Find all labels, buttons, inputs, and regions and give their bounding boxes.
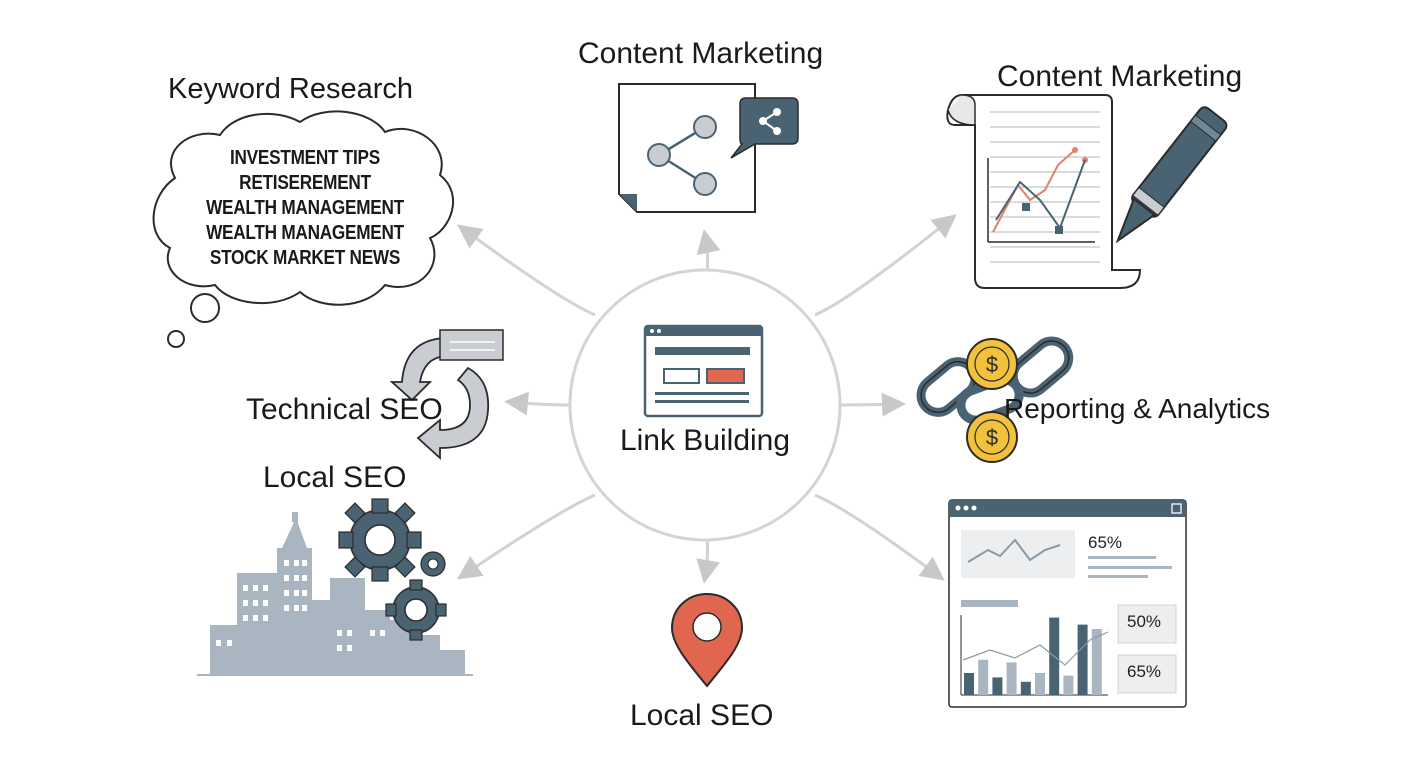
keyword-item: INVESTMENT TIPS bbox=[229, 147, 380, 169]
keyword-item: WEALTH MANAGEMENT bbox=[206, 197, 404, 219]
connector-top-left bbox=[457, 224, 596, 317]
scroll-chart-pen-icon bbox=[946, 94, 1228, 289]
link-building-hub bbox=[568, 268, 842, 542]
connector-left bbox=[504, 391, 571, 416]
connectors bbox=[457, 214, 957, 584]
browser-window-icon bbox=[643, 324, 764, 418]
dashboard-bar bbox=[1063, 675, 1074, 695]
dashboard-bar bbox=[1035, 673, 1045, 695]
reporting-analytics-title: Reporting & Analytics bbox=[1004, 393, 1271, 424]
local-seo-bottom-title: Local SEO bbox=[630, 699, 774, 732]
location-pin-icon bbox=[670, 592, 744, 688]
chain-coins-icon: $ $ bbox=[916, 336, 1074, 463]
dashboard-stat-bottom: 65% bbox=[1127, 662, 1162, 681]
content-marketing-top-title: Content Marketing bbox=[578, 37, 824, 70]
connector-right bbox=[839, 392, 906, 417]
local-seo-left-title: Local SEO bbox=[263, 461, 407, 494]
dashboard-bar bbox=[978, 659, 989, 695]
dashboard-bar bbox=[1077, 624, 1088, 695]
svg-text:$: $ bbox=[986, 352, 998, 377]
technical-seo-title: Technical SEO bbox=[246, 393, 443, 426]
dashboard-bar bbox=[1091, 629, 1102, 695]
content-marketing-right-title: Content Marketing bbox=[997, 60, 1243, 93]
dashboard-bar bbox=[992, 677, 1003, 695]
refresh-cycle-icon bbox=[389, 329, 504, 461]
dashboard-bar bbox=[1020, 681, 1031, 695]
keyword-item: WEALTH MANAGEMENT bbox=[206, 222, 404, 244]
share-document-icon bbox=[618, 83, 799, 213]
dashboard-bar bbox=[964, 673, 974, 695]
connector-top-right bbox=[814, 214, 957, 317]
city-gears-icon bbox=[197, 498, 473, 676]
link-building-label: Link Building bbox=[619, 424, 791, 457]
thought-cloud-icon bbox=[152, 110, 455, 348]
connector-bottom-right bbox=[814, 493, 945, 581]
dashboard-stat-mid: 50% bbox=[1127, 612, 1162, 631]
analytics-dashboard-icon bbox=[948, 499, 1187, 708]
dashboard-bar bbox=[1006, 662, 1017, 695]
keyword-item: STOCK MARKET NEWS bbox=[209, 247, 401, 269]
keyword-item: RETISEREMENT bbox=[239, 172, 371, 194]
dashboard-stat-top: 65% bbox=[1088, 533, 1123, 552]
connector-bottom-left bbox=[457, 493, 596, 580]
keyword-research-title: Keyword Research bbox=[168, 73, 413, 105]
keyword-list: INVESTMENT TIPS RETISEREMENT WEALTH MANA… bbox=[170, 146, 440, 271]
svg-text:$: $ bbox=[986, 425, 998, 450]
